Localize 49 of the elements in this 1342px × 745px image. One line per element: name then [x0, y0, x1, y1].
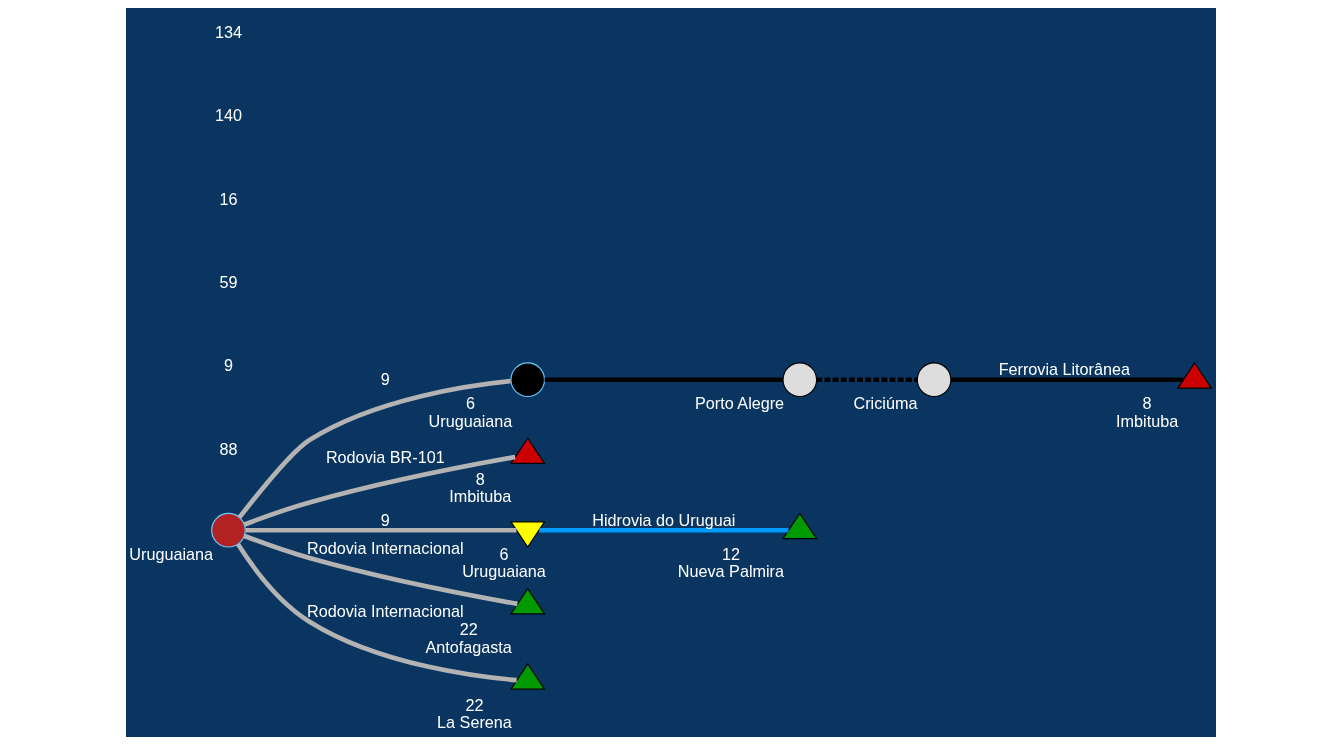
label: 16 [219, 189, 238, 208]
node-label: 22 [465, 695, 484, 714]
node-triangle [509, 437, 546, 464]
node-circle [916, 362, 952, 398]
node-label: Nueva Palmira [677, 562, 784, 581]
node-circle [211, 512, 246, 548]
label: 140 [214, 106, 242, 125]
node-label: 8 [475, 469, 485, 488]
edge-label: 9 [380, 369, 390, 388]
node-triangle [1176, 361, 1213, 389]
label: 134 [214, 22, 242, 41]
edge-label: Hidrovia do Uruguai [592, 510, 736, 529]
node-label: 22 [459, 620, 478, 639]
node-circle [782, 362, 818, 398]
edge-label: Rodovia Internacional [307, 602, 464, 621]
connector [243, 533, 518, 607]
edge-label: Rodovia Internacional [307, 538, 464, 557]
node-label: Porto Alegre [695, 394, 785, 413]
node-triangle [781, 512, 818, 540]
connector [245, 527, 517, 533]
node-label: 12 [721, 544, 740, 563]
node-triangle [509, 587, 546, 615]
connector [816, 377, 918, 383]
connector [237, 378, 511, 519]
node-label: Antofagasta [425, 637, 512, 656]
node-label: 6 [465, 394, 475, 413]
connector [236, 543, 517, 683]
node-label: Uruguaiana [129, 544, 213, 563]
node-triangle [509, 662, 546, 690]
node-label: Criciúma [853, 394, 918, 413]
label: 88 [219, 439, 238, 458]
node-label: Uruguaiana [462, 562, 546, 581]
node-label: 8 [1142, 394, 1152, 413]
node-label: Uruguaiana [428, 411, 513, 430]
connector [951, 377, 1184, 383]
label: 59 [219, 272, 238, 291]
edge-label: Rodovia BR-101 [325, 448, 445, 467]
node-label: Imbituba [1116, 411, 1179, 430]
node-label: 6 [499, 544, 509, 563]
node-label: La Serena [437, 712, 512, 731]
connector [539, 527, 789, 533]
edge-label: Ferrovia Litorânea [998, 360, 1131, 379]
connector [243, 454, 516, 527]
connector [544, 377, 783, 383]
edge-label: 9 [380, 510, 390, 529]
node-label: Imbituba [449, 487, 512, 506]
node-triangle [509, 521, 546, 549]
node-circle [510, 362, 546, 398]
label: 9 [223, 356, 233, 375]
